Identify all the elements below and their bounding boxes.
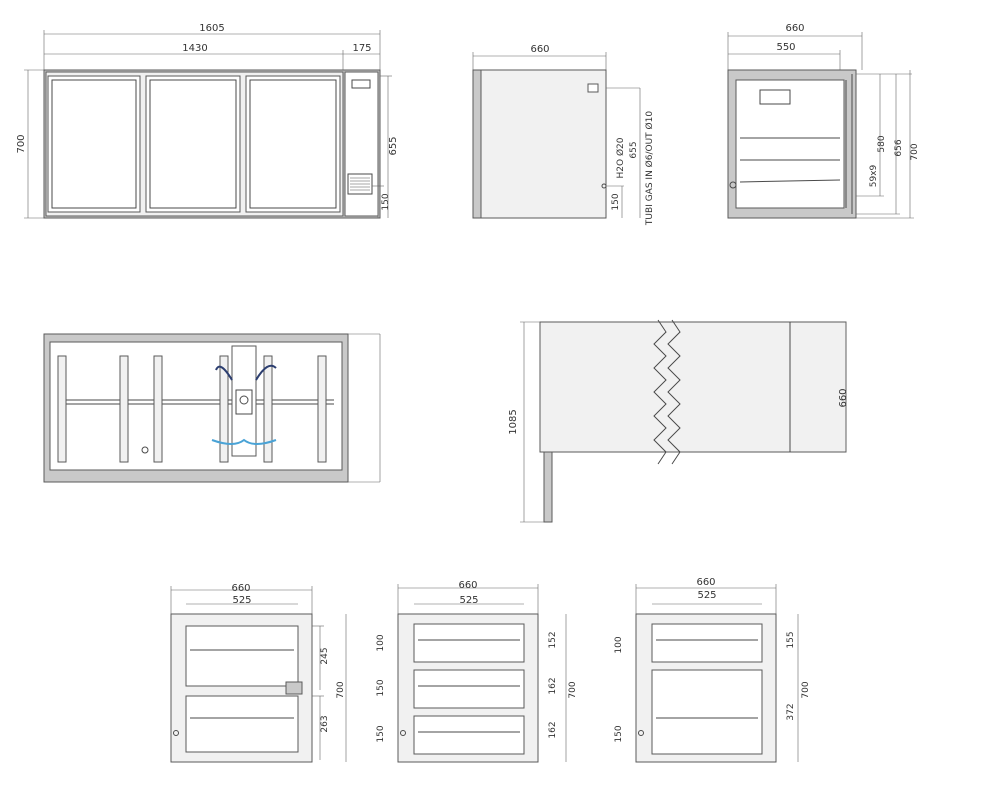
drawer1-width-label: 660	[231, 583, 250, 594]
drawer1-inner-label: 525	[232, 595, 251, 606]
drawer3-left-dim-2: 150	[614, 725, 624, 742]
drawer2-width-label: 660	[458, 580, 477, 591]
side-base-label: 150	[611, 193, 621, 210]
drawer1-right-dim-2: 263	[320, 715, 330, 732]
side-view: 660 150 H2O Ø20 655 TUBI GAS IN Ø6/OUT Ø…	[472, 44, 655, 226]
side-height-label: 655	[629, 141, 639, 158]
drawer3-left-dim-1: 100	[614, 636, 624, 653]
control-panel-icon	[351, 79, 371, 89]
drawer-view-3: 660 525 100 150 155 372 700	[614, 577, 811, 763]
front-height-label: 700	[16, 134, 27, 153]
front-view: 1605 1430 175 700	[16, 23, 399, 219]
airflow-arrow-icon	[255, 364, 277, 381]
long-depth-label: 660	[838, 388, 849, 407]
drawer2-height-label: 700	[568, 681, 578, 698]
long-top-view: 1085 660	[508, 319, 849, 523]
drawer-view-2: 660 525 100 150 150 152 162 162 700	[376, 580, 578, 763]
drawer2-left-dim-2: 150	[376, 679, 386, 696]
drawer2-right-dim-3: 162	[548, 721, 558, 738]
overall-width-label: 1605	[199, 23, 224, 34]
drawer2-left-dim-3: 150	[376, 725, 386, 742]
drawer3-inner-label: 525	[697, 590, 716, 601]
cabinet-width-label: 1430	[182, 43, 207, 54]
drawer-view-1: 660 525 245 263 700	[170, 583, 347, 763]
drawer2-right-dim-2: 162	[548, 677, 558, 694]
section-view: 660 550 59x9 580 656 700	[727, 23, 920, 219]
drawer2-right-dim-1: 152	[548, 631, 558, 648]
grille-height-label: 150	[381, 193, 391, 210]
section-h3-label: 700	[910, 143, 920, 160]
vent-grille-icon	[347, 173, 373, 195]
drain-label: 59x9	[869, 164, 879, 187]
drawer3-width-label: 660	[696, 577, 715, 588]
long-length-label: 1085	[508, 409, 519, 434]
water-label: H2O Ø20	[615, 137, 626, 178]
airflow-arrow-icon	[215, 365, 233, 381]
plan-view	[43, 333, 381, 483]
drawer1-height-label: 700	[336, 681, 346, 698]
section-h2-label: 656	[894, 139, 904, 156]
drawer2-left-dim-1: 100	[376, 634, 386, 651]
section-depth-label: 660	[785, 23, 804, 34]
drawer3-right-dim-1: 155	[786, 631, 796, 648]
section-h1-label: 580	[877, 135, 887, 152]
drawer2-inner-label: 525	[459, 595, 478, 606]
gas-label: TUBI GAS IN Ø6/OUT Ø10	[644, 111, 655, 226]
drawer3-right-dim-2: 372	[786, 703, 796, 720]
section-inner-label: 550	[776, 42, 795, 53]
drawer1-right-dim-1: 245	[320, 647, 330, 664]
cold-airflow-icon	[211, 438, 277, 445]
inner-height-label: 655	[388, 136, 399, 155]
compressor-width-label: 175	[352, 43, 371, 54]
side-depth-label: 660	[530, 44, 549, 55]
drawer3-height-label: 700	[801, 681, 811, 698]
